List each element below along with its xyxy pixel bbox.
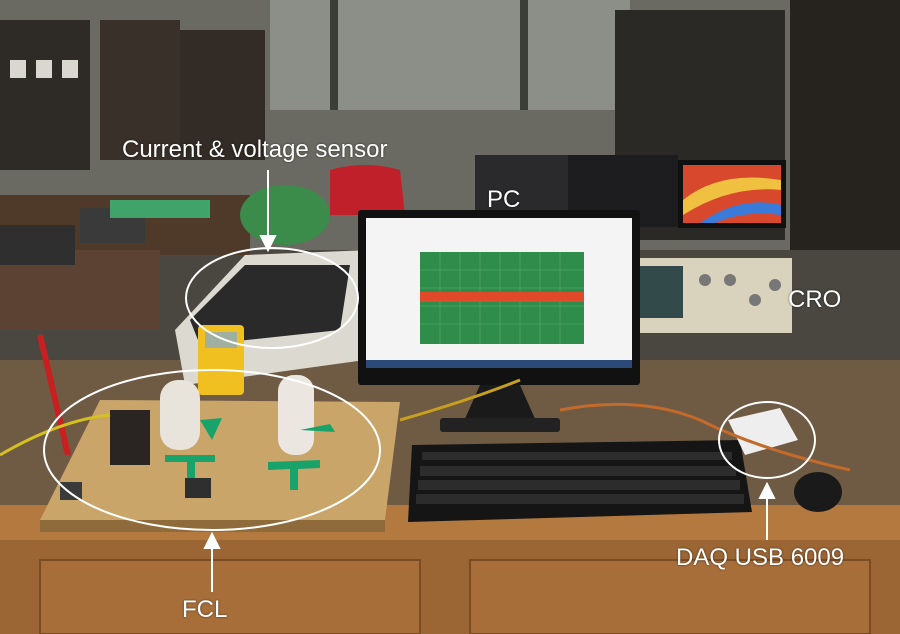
mouse xyxy=(794,472,842,512)
coil xyxy=(160,380,200,450)
monitor-base xyxy=(440,418,560,432)
red-probe xyxy=(37,334,71,456)
right-cabinet xyxy=(790,0,900,250)
toggle-switch xyxy=(60,482,82,500)
daq-arrow xyxy=(758,481,776,540)
tape-marking xyxy=(165,455,215,478)
green-tray xyxy=(110,200,210,218)
tape-marking xyxy=(268,460,320,490)
cro-label: CRO xyxy=(788,286,842,313)
daq-highlight-ellipse xyxy=(718,401,816,479)
red-chair xyxy=(330,165,405,215)
instrument-box xyxy=(0,225,75,265)
fcl-arrow xyxy=(203,531,221,592)
coil xyxy=(278,375,314,455)
meter xyxy=(36,60,52,78)
cable xyxy=(399,378,521,422)
meter xyxy=(10,60,26,78)
panel-cabinet xyxy=(0,20,90,170)
multimeter-display xyxy=(205,332,237,348)
fcl-label: FCL xyxy=(182,596,228,623)
keyboard-keys xyxy=(416,452,744,504)
fcl-highlight-ellipse xyxy=(43,369,381,531)
cable xyxy=(0,413,111,457)
daq-label: DAQ USB 6009 xyxy=(676,544,845,571)
panel-cabinet xyxy=(100,20,180,160)
sensor-highlight-ellipse xyxy=(185,247,359,349)
sensor-arrow xyxy=(259,170,277,253)
sensor-label: Current & voltage sensor xyxy=(122,136,388,163)
pc-label: PC xyxy=(487,186,521,213)
cro-knob xyxy=(699,274,711,286)
relay-block xyxy=(110,410,150,465)
cable xyxy=(559,402,851,472)
cro-knob xyxy=(749,294,761,306)
toggle-switch xyxy=(185,478,211,498)
tape-marking xyxy=(200,418,222,440)
tape-marking xyxy=(300,424,335,432)
green-motor xyxy=(240,185,330,245)
taskbar xyxy=(366,360,632,368)
cro-knob xyxy=(769,279,781,291)
pc-tower xyxy=(475,155,570,220)
laptop-wallpaper-stripes xyxy=(700,202,781,223)
fcl-board-edge xyxy=(40,520,385,532)
screen-trace xyxy=(420,292,584,302)
window-frame xyxy=(520,0,528,110)
workbench-drawer xyxy=(39,559,421,634)
workbench-drawer xyxy=(469,559,871,634)
cro-knob xyxy=(724,274,736,286)
daq-device xyxy=(728,408,798,455)
meter xyxy=(62,60,78,78)
laptop-wallpaper-stripes xyxy=(683,177,781,215)
window-area xyxy=(270,0,630,110)
cro-screen xyxy=(638,266,683,318)
window-frame xyxy=(330,0,338,110)
panel-cabinet xyxy=(180,30,265,160)
